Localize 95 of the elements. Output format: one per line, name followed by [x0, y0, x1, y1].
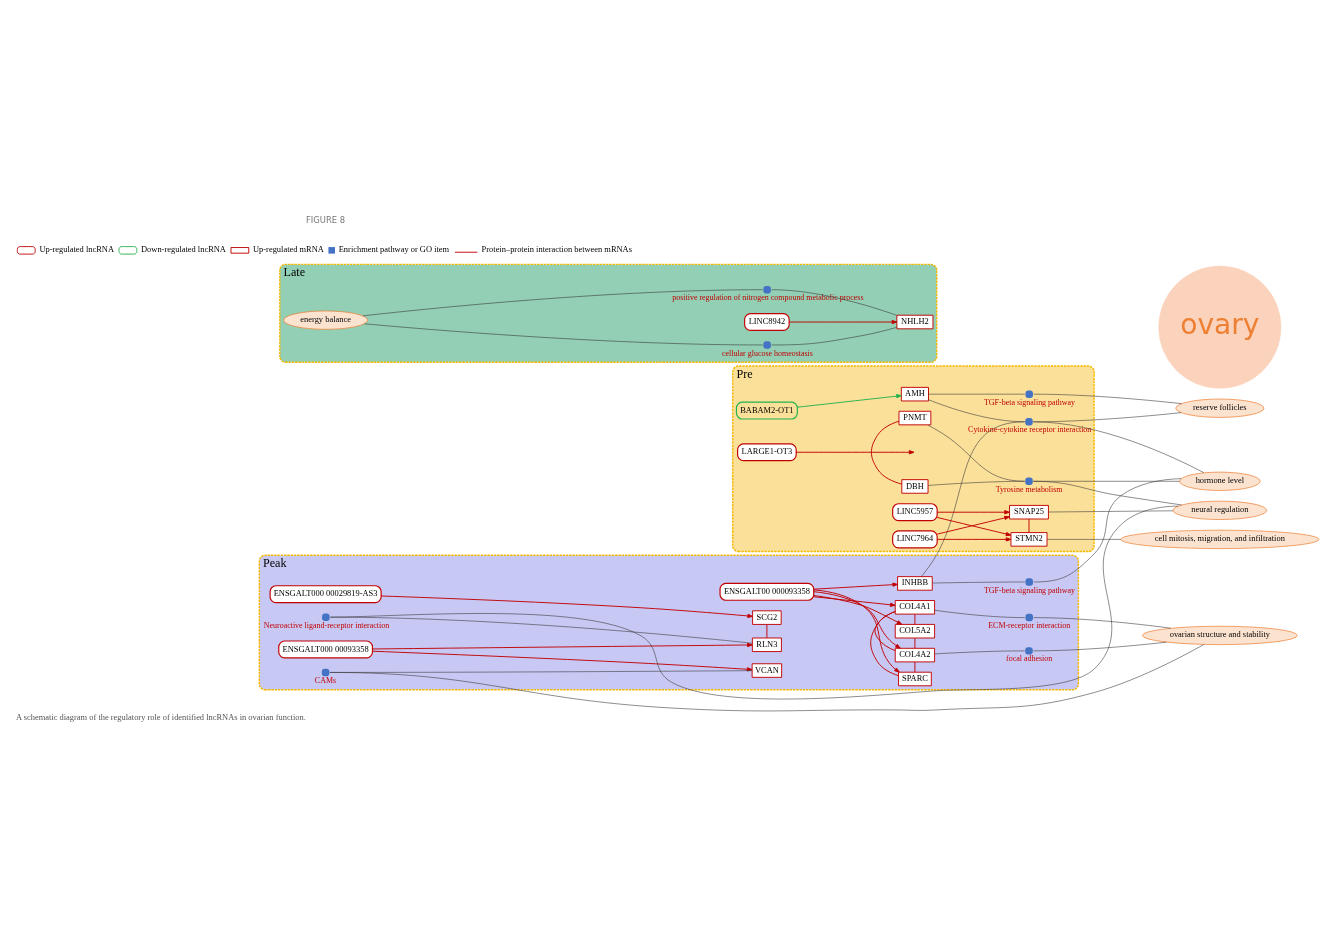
connector [1048, 510, 1174, 512]
node-circle [322, 612, 330, 621]
arrow [372, 642, 753, 649]
connector [1032, 480, 1182, 505]
connector [766, 623, 768, 638]
connector [927, 424, 1026, 482]
connector [921, 421, 1026, 577]
legend-label: Up-regulated mRNA [253, 243, 324, 254]
connector [934, 609, 1026, 618]
connector [932, 581, 1026, 583]
arrow [380, 595, 753, 618]
connector [362, 288, 763, 316]
node-box: VCAN [751, 662, 783, 678]
node-label: Neuroactive ligand-receptor interaction [263, 620, 390, 630]
connector [364, 323, 763, 345]
node-circle [763, 340, 771, 349]
arrow [813, 595, 896, 607]
node-circle [1025, 646, 1033, 655]
node-box: SNAP25 [1009, 504, 1049, 519]
legend-label: Up-regulated lncRNA [39, 243, 114, 254]
node-box: ENSGALT000 00093358 [278, 639, 374, 658]
connector [870, 610, 899, 676]
connector [771, 288, 897, 316]
connector [1032, 421, 1205, 473]
connector [1033, 393, 1182, 404]
node-box: LINC8942 [744, 312, 790, 331]
node-box: ENSGALT00 000093358 [719, 582, 815, 601]
node-box: PNMT [898, 410, 932, 425]
node-label: CAMs [314, 675, 337, 685]
arrow [788, 319, 898, 324]
node-ellipse: neural regulation [1172, 500, 1267, 520]
node-box: RLN3 [751, 637, 782, 652]
legend-label: Down-regulated lncRNA [141, 243, 226, 254]
node-circle [763, 285, 771, 293]
node-label: TGF-beta signaling pathway [984, 397, 1076, 407]
node-label: Tyrosine metabolism [995, 484, 1063, 494]
label: FIGURE 8 [305, 214, 346, 225]
node-circle [1025, 613, 1033, 621]
node-label: focal adhesion [1006, 653, 1053, 663]
node-ellipse: energy balance [283, 310, 368, 330]
node-circle [1025, 477, 1033, 485]
node-box: COL4A1 [894, 599, 936, 615]
node-circle [1025, 389, 1033, 398]
connector [329, 643, 1205, 711]
node-label: positive regulation of nitrogen compound metabolic process [672, 292, 864, 302]
node-box: COL4A2 [894, 647, 936, 662]
node-box: NHLH2 [896, 314, 934, 329]
arrow [813, 582, 898, 590]
node-box: ENSGALT000 00029819-AS3 [269, 584, 382, 603]
connector [934, 650, 1026, 654]
caption: A schematic diagram of the regulatory role of identified lncRNAs in ovarian function. [16, 711, 306, 722]
arrow [813, 588, 900, 673]
node-label: TGF-beta signaling pathway [984, 585, 1076, 595]
node-box: LARGE1-OT3 [737, 442, 797, 461]
connector [1033, 477, 1182, 582]
legend-label: Protein–protein interaction between mRNAs [481, 243, 632, 254]
arrow [936, 509, 1010, 514]
node-ellipse: hormone level [1179, 471, 1261, 491]
node-circle [1025, 417, 1033, 426]
connector [1032, 641, 1167, 651]
node-label: ECM-receptor interaction [988, 620, 1071, 630]
node-box: LINC5957 [892, 502, 938, 521]
connector [771, 326, 898, 345]
node-box: STMN2 [1010, 531, 1048, 547]
node-ellipse: cell mitosis, migration, and infiltration [1120, 529, 1320, 549]
node-circle [321, 668, 330, 676]
arrow [936, 536, 1012, 541]
node-box: LINC7964 [892, 529, 938, 548]
node-box: DBH [901, 478, 929, 494]
arrow [813, 590, 901, 649]
arrow [372, 650, 753, 671]
connector [1032, 480, 1180, 482]
connector [1028, 518, 1030, 533]
node-ellipse: reserve follicles [1175, 398, 1265, 418]
arrow [795, 449, 915, 454]
node-label: Cytokine-cytokine receptor interaction [968, 424, 1092, 434]
arrow [813, 594, 903, 625]
legend-label: Enrichment pathway or GO item [338, 243, 450, 254]
node-circle [1025, 577, 1033, 586]
connector [914, 661, 916, 673]
connector [870, 420, 903, 485]
connector [1033, 616, 1172, 628]
node-box: BABAM2-OT1 [735, 401, 798, 420]
node-box: INHBB [897, 575, 933, 591]
node-box: AMH [900, 386, 929, 401]
connector [914, 637, 916, 649]
node-circle: ovary [1158, 265, 1282, 389]
node-box: SPARC [898, 671, 932, 686]
node-box: SCG2 [752, 609, 782, 625]
node-box: COL5A2 [894, 623, 936, 638]
node-label: cellular glucose homeostasis [721, 348, 813, 358]
arrow [797, 393, 902, 408]
connector [1046, 538, 1122, 540]
connector [914, 613, 916, 625]
node-ellipse: ovarian structure and stability [1142, 625, 1298, 645]
